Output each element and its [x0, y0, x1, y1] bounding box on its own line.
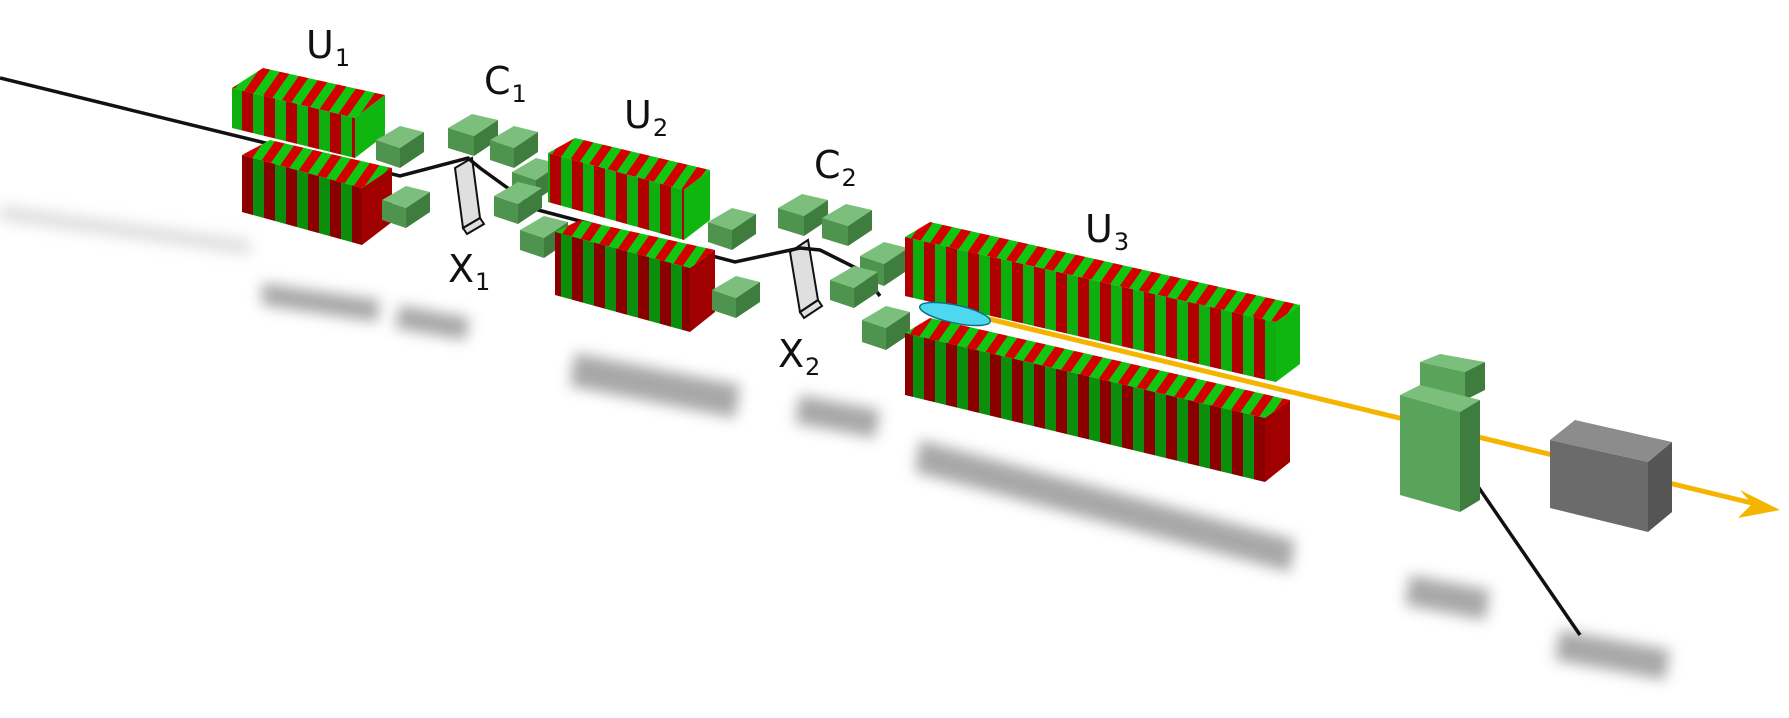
- crystal-icon: [453, 156, 486, 236]
- label-u3-main: U: [1085, 207, 1113, 251]
- label-c1: C1: [484, 62, 527, 106]
- electron-bunch: [918, 301, 992, 327]
- shadow-dipole: [1405, 575, 1490, 620]
- shadow-detector: [1555, 630, 1670, 680]
- label-c1-main: C: [484, 59, 511, 103]
- quadrupole-magnet: [376, 126, 430, 228]
- undulator-u2: [548, 138, 715, 332]
- undulator-u3-upper: [905, 222, 1300, 382]
- electron-beam-line: [0, 76, 882, 298]
- label-x1: X1: [448, 250, 490, 294]
- label-c2-main: C: [814, 143, 841, 187]
- shadow-c2: [795, 395, 880, 438]
- label-u1: U1: [306, 26, 350, 70]
- quadrupole-magnet: [708, 208, 760, 318]
- label-x2-sub: 2: [805, 353, 821, 381]
- label-x1-main: X: [448, 247, 475, 291]
- label-c1-sub: 1: [511, 80, 527, 108]
- shadow-u2: [570, 353, 740, 418]
- dipole-magnet: [1400, 354, 1485, 512]
- shadow-u1: [262, 283, 380, 322]
- beam-dump-line: [1466, 471, 1582, 636]
- label-u2-sub: 2: [652, 114, 669, 142]
- label-u1-sub: 1: [334, 44, 351, 72]
- label-c2: C2: [814, 146, 857, 190]
- label-x2-main: X: [778, 332, 805, 376]
- floor-shadows: [262, 283, 1670, 680]
- label-c2-sub: 2: [841, 164, 857, 192]
- undulator-u3-lower: [905, 318, 1290, 482]
- beam-dump: [1550, 420, 1672, 532]
- label-x2: X2: [778, 335, 820, 379]
- label-u3-sub: 3: [1113, 228, 1130, 256]
- undulator-u1: [232, 68, 392, 245]
- shadow-c1: [395, 305, 470, 340]
- label-u2: U2: [624, 96, 668, 140]
- chicane-c2: [778, 194, 910, 350]
- label-u2-main: U: [624, 93, 652, 137]
- shadow-u3: [915, 440, 1295, 572]
- label-x1-sub: 1: [475, 268, 491, 296]
- label-u3: U3: [1085, 210, 1129, 254]
- xray-arrow-icon: [1738, 490, 1780, 518]
- label-u1-main: U: [306, 23, 334, 67]
- crystal-icon: [788, 238, 824, 320]
